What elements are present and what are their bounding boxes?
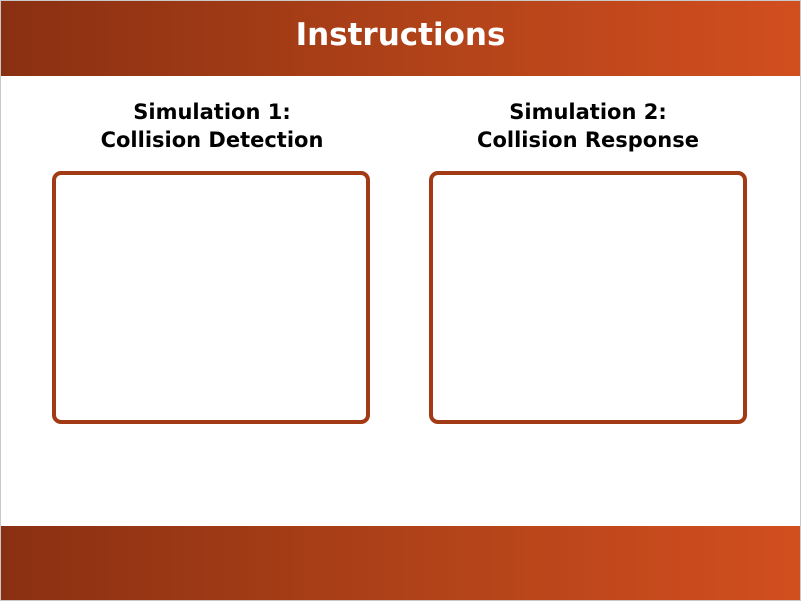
simulation-1-number-label: Simulation 1: (133, 100, 291, 124)
simulation-2-name-label: Collision Response (477, 128, 699, 152)
simulation-2-heading: Simulation 2: Collision Response (429, 98, 747, 154)
simulation-1-name-label: Collision Detection (100, 128, 324, 152)
simulation-2-number-label: Simulation 2: (509, 100, 667, 124)
simulation-1-heading: Simulation 1: Collision Detection (53, 98, 371, 154)
header-banner: Instructions (1, 1, 800, 76)
footer-banner (1, 526, 800, 600)
page-title: Instructions (295, 17, 506, 53)
simulation-2-panel[interactable] (429, 171, 747, 424)
simulation-1-panel[interactable] (52, 171, 370, 424)
